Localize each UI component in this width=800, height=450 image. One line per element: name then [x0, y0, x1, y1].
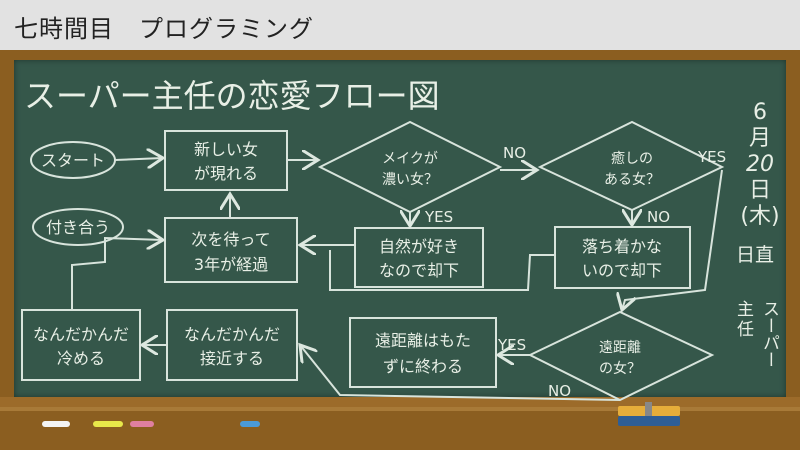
restless-line1: 落ち着かな [582, 237, 662, 256]
restless-line2: いので却下 [582, 261, 662, 280]
no-label: NO [548, 382, 571, 400]
longdist-end-box [349, 317, 497, 388]
yes-label: YES [424, 208, 453, 226]
dating-label: 付き合う [46, 218, 110, 237]
approach-line2: 接近する [200, 349, 264, 368]
chalk-ledge [0, 397, 800, 407]
date-day-unit: 日 [748, 178, 771, 203]
no-label: NO [647, 208, 670, 226]
no-label: NO [503, 144, 526, 162]
approach-line1: なんだかんだ [184, 325, 280, 344]
board-heading: スーパー主任の恋愛フロー図 [24, 77, 440, 115]
date-day: 20 [746, 152, 774, 177]
wait-line2: 3年が経過 [194, 255, 268, 274]
date-weekday: (木) [740, 204, 780, 229]
eraser-handle [645, 402, 652, 416]
duty-name: スーパー [759, 300, 779, 368]
duty-label: 日直 [736, 244, 775, 266]
dating-node [32, 208, 124, 246]
date-column: 6 月 20 日 (木) [738, 100, 782, 230]
cool-box [21, 309, 141, 381]
makeup-line1: メイクが [382, 151, 438, 167]
longdist-end-line1: 遠距離はもた [375, 331, 471, 350]
wait-line1: 次を待って [191, 230, 270, 249]
new-woman-line2: が現れる [194, 164, 258, 183]
date-month-unit: 月 [748, 126, 771, 151]
healing-diamond [537, 120, 725, 212]
yes-label: YES [697, 148, 726, 166]
date-month: 6 [753, 100, 767, 125]
new-woman-line1: 新しい女 [194, 140, 258, 159]
cool-line2: 冷める [57, 349, 105, 368]
nature-line2: なので却下 [379, 261, 459, 280]
healing-line2: ある女？ [604, 171, 660, 188]
yellow-chalk[interactable] [93, 421, 123, 427]
longdist-line2: の女？ [599, 360, 641, 377]
approach-box [166, 309, 298, 381]
blue-chalk[interactable] [240, 421, 260, 427]
makeup-diamond [317, 120, 503, 214]
nature-line1: 自然が好き [379, 237, 459, 256]
longdist-line1: 遠距離 [599, 339, 641, 356]
duty-role: 主任 [737, 300, 754, 340]
yes-label: YES [497, 336, 526, 354]
longdist-end-line2: ずに終わる [383, 357, 463, 376]
eraser-base [618, 416, 680, 426]
start-label: スタート [41, 151, 105, 170]
makeup-line2: 濃い女？ [382, 171, 438, 188]
title-bar: 七時間目 プログラミング [0, 0, 800, 50]
pink-chalk[interactable] [130, 421, 154, 427]
lesson-title: 七時間目 プログラミング [14, 15, 314, 43]
cool-line1: なんだかんだ [33, 325, 129, 344]
healing-line1: 癒しの [611, 151, 653, 167]
ledge-edge [0, 407, 800, 411]
white-chalk[interactable] [42, 421, 70, 427]
longdist-diamond [527, 310, 715, 402]
